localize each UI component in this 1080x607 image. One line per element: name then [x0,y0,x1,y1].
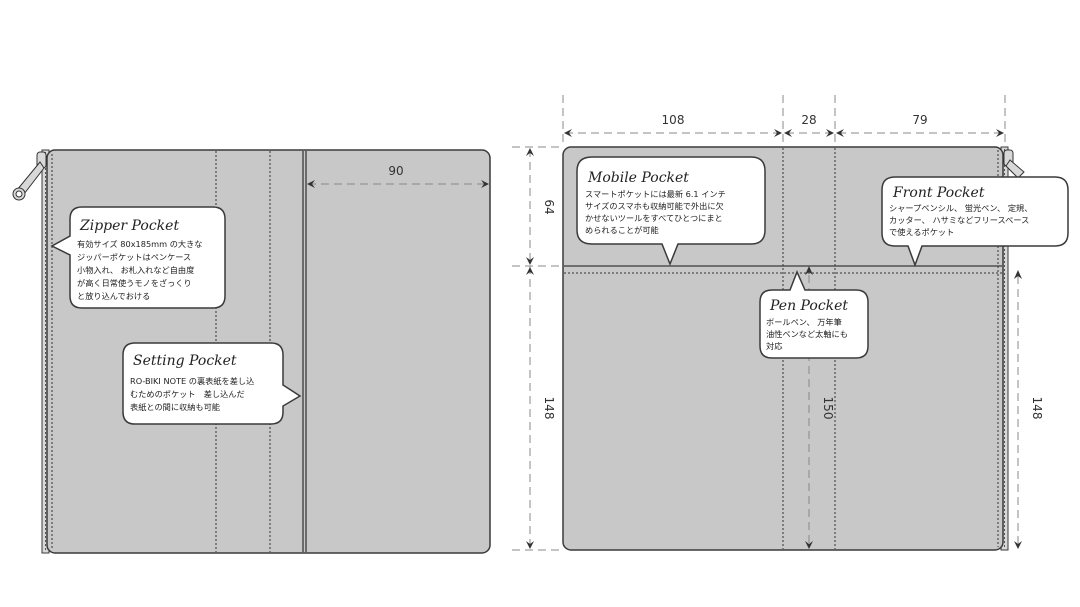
front-pocket-callout: Front Pocket シャープペンシル、 蛍光ペン、 定規、 カッター、 ハ… [881,176,1069,268]
svg-text:シャープペンシル、 蛍光ペン、 定規、: シャープペンシル、 蛍光ペン、 定規、 [889,203,1032,213]
svg-text:で使えるポケット: で使えるポケット [889,227,954,237]
svg-text:と放り込んでおける: と放り込んでおける [77,291,150,301]
pen-pocket-callout: Pen Pocket ボールペン、 万年筆 油性ペンなど太軸にも 対応 [759,270,869,359]
dimension-width: 90 [307,164,489,188]
svg-text:かせないツールをすべてひとつにまと: かせないツールをすべてひとつにまと [585,213,723,223]
svg-text:Front Pocket: Front Pocket [892,185,985,201]
setting-pocket-callout: Setting Pocket RO-BIKI NOTE の裏表紙を差し込 むため… [122,342,302,425]
svg-text:められることが可能: められることが可能 [585,225,659,235]
svg-text:ボールペン、 万年筆: ボールペン、 万年筆 [766,317,842,327]
svg-text:Mobile Pocket: Mobile Pocket [587,170,689,186]
right-dimension: 148 [1014,270,1044,549]
svg-text:カッター、 ハサミなどフリースペース: カッター、 ハサミなどフリースペース [889,215,1029,225]
svg-text:148: 148 [1030,397,1044,420]
svg-text:Zipper Pocket: Zipper Pocket [79,218,179,234]
svg-text:有効サイズ 80x185mm の大きな: 有効サイズ 80x185mm の大きな [77,239,203,249]
svg-text:Setting Pocket: Setting Pocket [133,353,237,369]
left-view: 90 Zipper Pocket 有効サイズ 80x185mm の大きな ジッパ… [12,149,491,554]
zipper-pocket-callout: Zipper Pocket 有効サイズ 80x185mm の大きな ジッパーポケ… [50,206,226,309]
svg-text:サイズのスマホも収納可能で外出に欠: サイズのスマホも収納可能で外出に欠 [585,201,724,211]
svg-text:RO-BIKI NOTE の裏表紙を差し込: RO-BIKI NOTE の裏表紙を差し込 [130,376,254,386]
mobile-pocket-callout: Mobile Pocket スマートポケットには最新 6.1 インチ サイズのス… [576,156,766,267]
left-dimensions: 64 148 [512,146,563,551]
svg-text:150: 150 [821,397,835,420]
svg-text:79: 79 [912,113,927,127]
right-view: 108 28 79 64 148 150 148 [512,95,1069,551]
svg-text:148: 148 [542,397,556,420]
svg-text:28: 28 [801,113,816,127]
svg-text:64: 64 [542,199,556,214]
top-dimensions: 108 28 79 [562,95,1006,147]
svg-text:が高く日常使うモノをざっくり: が高く日常使うモノをざっくり [77,278,192,288]
svg-text:表紙との間に収納も可能: 表紙との間に収納も可能 [130,402,220,412]
svg-text:ジッパーポケットはペンケース: ジッパーポケットはペンケース [77,252,191,262]
svg-text:スマートポケットには最新 6.1 インチ: スマートポケットには最新 6.1 インチ [585,189,726,199]
svg-text:むためのポケット 差し込んだ: むためのポケット 差し込んだ [130,389,245,399]
svg-text:対応: 対応 [766,341,782,351]
zipper-pull-icon [1003,149,1025,179]
svg-text:小物入れ、 お札入れなど自由度: 小物入れ、 お札入れなど自由度 [77,265,194,275]
svg-text:90: 90 [388,164,403,178]
svg-text:Pen Pocket: Pen Pocket [769,298,848,314]
zipper-pull-icon [12,151,47,201]
svg-text:油性ペンなど太軸にも: 油性ペンなど太軸にも [766,329,848,339]
svg-text:108: 108 [662,113,685,127]
